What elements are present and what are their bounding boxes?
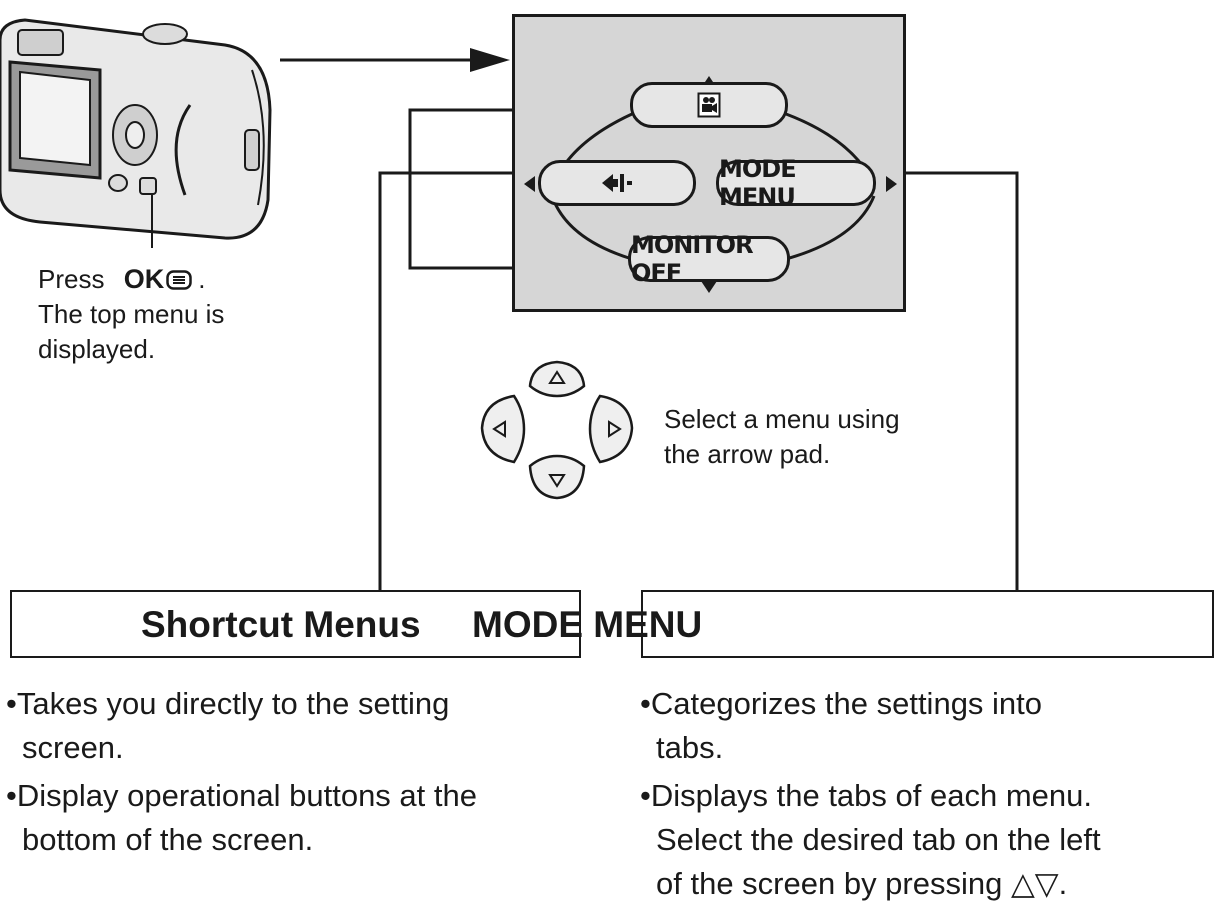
- movie-camera-icon: [697, 92, 721, 118]
- down-triangle-icon: [701, 281, 717, 293]
- mode-menu-label: MODE MENU: [719, 155, 797, 211]
- bullet-dot: •: [6, 778, 17, 813]
- arrow-down-icon: [548, 474, 566, 488]
- menu-item-mode-menu[interactable]: MODE MENU: [716, 155, 876, 211]
- shortcut-bullet-1: •Takes you directly to the setting scree…: [6, 682, 449, 770]
- bullet-dot: •: [640, 778, 651, 813]
- shortcut-menus-heading: Shortcut Menus: [141, 604, 421, 645]
- bullet-dot: •: [6, 686, 17, 721]
- shortcut-bullet-2: •Display operational buttons at the bott…: [6, 774, 477, 862]
- right-triangle-icon: [886, 176, 897, 192]
- shortcut-menus-box: [10, 590, 581, 658]
- menu-item-left[interactable]: [538, 160, 696, 206]
- arrow-pad-line2: the arrow pad.: [664, 439, 831, 469]
- press-ok-line3: displayed.: [38, 334, 156, 364]
- bullet-text-cont: tabs.: [656, 730, 724, 765]
- ok-button-label: OK: [123, 264, 165, 294]
- menu-list-icon: [166, 270, 192, 290]
- arrow-pad-instruction: Select a menu using the arrow pad.: [664, 402, 994, 472]
- bullet-text: Categorizes the settings into: [650, 686, 1043, 721]
- menu-item-monitor-off[interactable]: MONITOR OFF: [628, 231, 790, 287]
- mode-bullet-1: •Categorizes the settings into tabs.: [640, 682, 1042, 770]
- bullet-text-cont: Select the desired tab on the left: [656, 822, 1101, 857]
- press-label: Press: [38, 264, 105, 294]
- bullet-text: Displays the tabs of each menu.: [650, 778, 1092, 813]
- monitor-off-label: MONITOR OFF: [631, 231, 754, 287]
- mode-bullet-2: •Displays the tabs of each menu. Select …: [640, 774, 1101, 906]
- camera-illustration: [0, 18, 272, 248]
- arrow-right-icon: [608, 420, 622, 438]
- mode-menu-box: [641, 590, 1214, 658]
- arrow-pad-illustration: [480, 360, 634, 500]
- press-suffix: .: [198, 264, 206, 294]
- bullet-text-cont: screen.: [22, 730, 124, 765]
- left-triangle-icon: [524, 176, 535, 192]
- arrow-left-icon: [492, 420, 506, 438]
- menu-item-top[interactable]: [630, 82, 788, 128]
- arrow-pad-line1: Select a menu using: [664, 404, 900, 434]
- bullet-text-cont: bottom of the screen.: [22, 822, 314, 857]
- press-ok-line: Press OK .: [38, 262, 298, 297]
- bullet-dot: •: [640, 686, 651, 721]
- mode-menu-heading: MODE MENU: [472, 604, 703, 645]
- press-ok-line2: The top menu is: [38, 299, 225, 329]
- press-ok-instruction: Press OK . The top menu is displayed.: [38, 262, 298, 367]
- bullet-text: Display operational buttons at the: [16, 778, 477, 813]
- back-arrow-icon: [602, 174, 632, 192]
- arrow-up-icon: [548, 370, 566, 384]
- bullet-text: Takes you directly to the setting: [16, 686, 450, 721]
- bullet-text-cont: of the screen by pressing △▽.: [656, 866, 1068, 901]
